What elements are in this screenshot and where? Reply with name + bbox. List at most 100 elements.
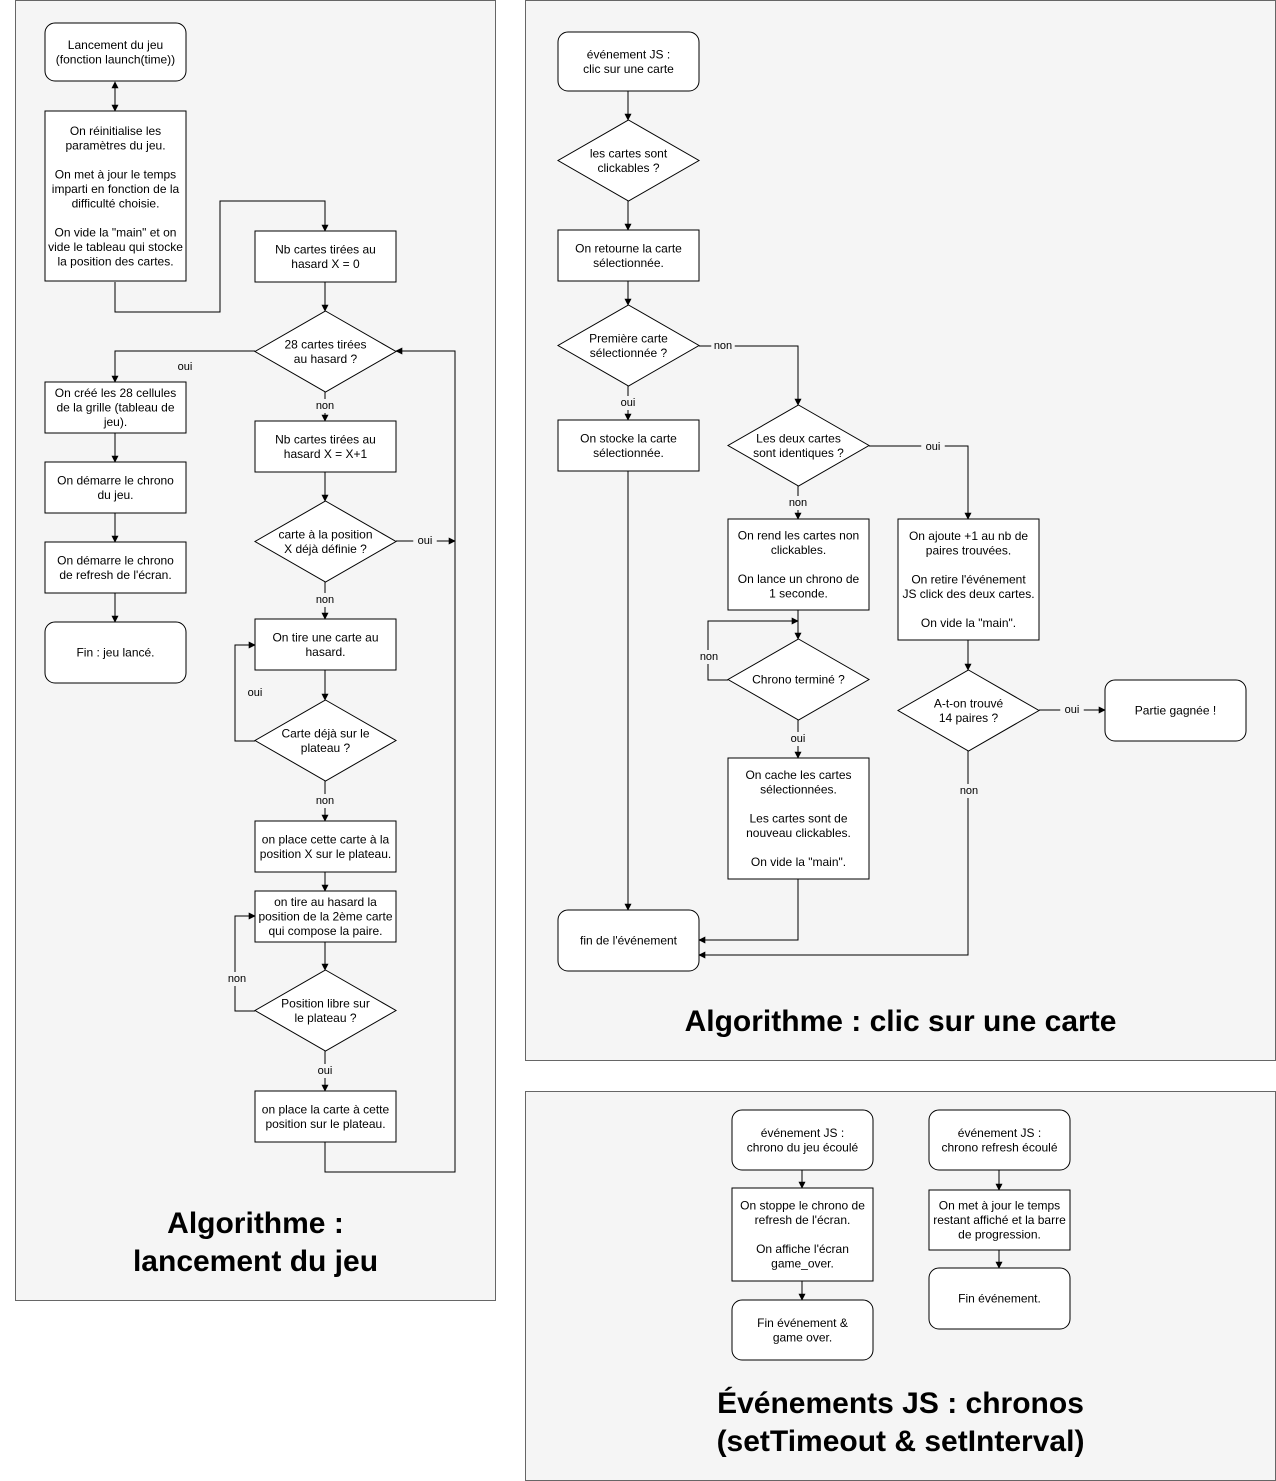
terminal-shape xyxy=(928,1267,1071,1330)
edge-label-text: oui xyxy=(178,361,193,373)
edge-label-text: non xyxy=(316,400,334,412)
edge-label-text: oui xyxy=(791,733,806,745)
terminal-shape xyxy=(44,621,187,684)
process-shape xyxy=(557,229,700,282)
edge-label-oui_create: oui xyxy=(173,360,197,374)
edge-label-text: oui xyxy=(248,687,263,699)
process-shape xyxy=(897,518,1040,641)
timers-node-ev1-text: événement JS :chrono du jeu écoulé xyxy=(747,1126,859,1155)
edge-label-non_14: non xyxy=(957,784,981,798)
terminal-shape xyxy=(731,1109,874,1171)
click-node-ev: événement JS :clic sur une carte xyxy=(557,31,700,92)
process-shape xyxy=(44,461,187,514)
edge-reinit-x0 xyxy=(114,200,329,313)
click-node-ev-text: événement JS :clic sur une carte xyxy=(583,47,674,76)
edge-label-text: non xyxy=(228,973,246,985)
title-click: Algorithme : clic sur une carte xyxy=(684,1005,1117,1038)
terminal-shape xyxy=(731,1299,874,1361)
edge-label-non_first: non xyxy=(711,339,735,353)
edge-d14-end xyxy=(698,751,969,959)
decision-shape xyxy=(253,699,398,782)
launch-node-start-text: Lancement du jeu(fonction launch(time)) xyxy=(56,38,175,67)
click-node-dchrono: Chrono terminé ? xyxy=(726,638,871,721)
edge-label-non_draw: non xyxy=(313,593,337,607)
launch-node-start: Lancement du jeu(fonction launch(time)) xyxy=(44,22,187,82)
launch-node-end: Fin : jeu lancé. xyxy=(44,621,187,684)
terminal-shape xyxy=(928,1109,1071,1171)
edge-label-text: non xyxy=(316,795,334,807)
process-shape xyxy=(44,541,187,594)
process-shape xyxy=(727,518,870,611)
decision-shape xyxy=(556,304,701,387)
timers-node-ev2: événement JS :chrono refresh écoulé xyxy=(928,1109,1071,1171)
process-shape xyxy=(44,381,187,434)
click-node-end: fin de l'événement xyxy=(557,909,700,972)
edge-label-text: non xyxy=(316,594,334,606)
decision-shape xyxy=(726,638,871,721)
process-shape xyxy=(928,1189,1071,1251)
process-shape xyxy=(44,110,187,282)
edge-label-oui_first: oui xyxy=(616,396,640,410)
terminal-shape xyxy=(44,22,187,82)
process-shape xyxy=(254,618,397,671)
edge-label-oui_loop: oui xyxy=(243,686,267,700)
decision-shape xyxy=(253,310,398,393)
click-node-win: Partie gagnée ! xyxy=(1104,679,1247,742)
edge-dfirst-dsame xyxy=(699,345,802,406)
click-node-dchrono-text: Chrono terminé ? xyxy=(752,673,845,687)
decision-shape xyxy=(556,119,701,202)
edge-label-non_place: non xyxy=(313,794,337,808)
edge-d28-create xyxy=(111,350,255,383)
click-node-win-text: Partie gagnée ! xyxy=(1135,704,1216,718)
terminal-shape xyxy=(1104,679,1247,742)
timers-node-ev2-text: événement JS :chrono refresh écoulé xyxy=(941,1126,1057,1155)
launch-node-end-text: Fin : jeu lancé. xyxy=(76,646,154,660)
process-shape xyxy=(254,820,397,873)
edge-dsame-addpair xyxy=(869,445,972,520)
edge-donboard-draw xyxy=(234,641,256,742)
decision-shape xyxy=(896,669,1041,752)
edge-place2-loop xyxy=(324,347,456,1173)
decision-shape xyxy=(726,404,871,487)
edge-label-oui_place2: oui xyxy=(313,1064,337,1078)
edge-label-oui_dpos: oui xyxy=(413,534,437,548)
process-shape xyxy=(727,757,870,880)
edge-label-oui_14: oui xyxy=(1060,703,1084,717)
edge-label-non_chrono: non xyxy=(697,650,721,664)
edge-dfree-draw2 xyxy=(234,912,256,1012)
edge-label-non_xinc: non xyxy=(313,399,337,413)
process-shape xyxy=(254,230,397,283)
process-shape xyxy=(254,890,397,943)
process-shape xyxy=(254,1090,397,1143)
edge-label-text: oui xyxy=(621,397,636,409)
